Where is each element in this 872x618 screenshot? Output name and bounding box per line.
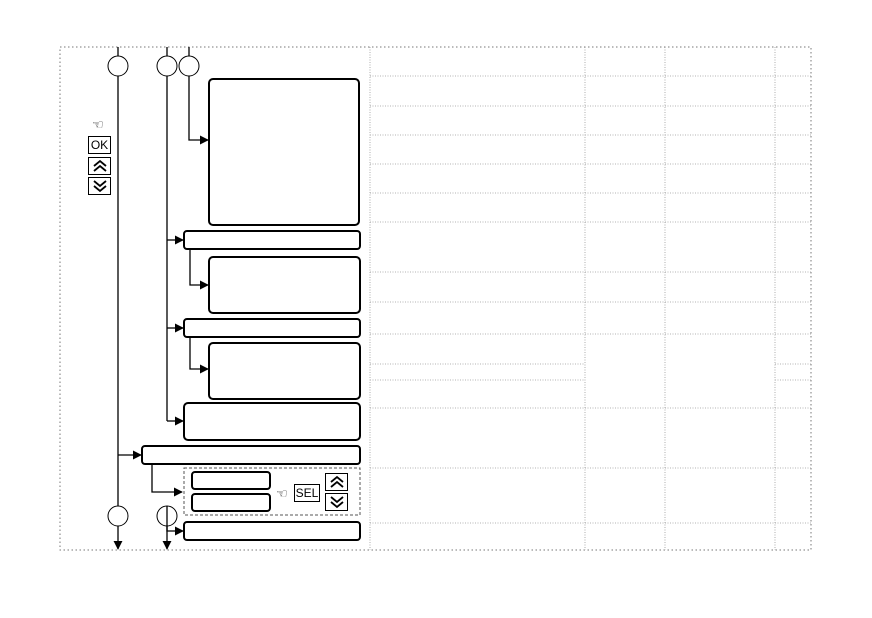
connector-circle [107, 505, 129, 527]
menu-boxes [141, 78, 361, 541]
option-field [191, 471, 271, 490]
connector-circle [107, 55, 129, 77]
hand-pointer-icon: ☜ [92, 117, 104, 132]
up-key[interactable] [88, 157, 111, 175]
table-grid [369, 47, 811, 550]
display-box [208, 256, 361, 314]
menu-bar [183, 318, 361, 338]
down-key[interactable] [325, 493, 348, 511]
down-key[interactable] [88, 177, 111, 195]
diagram-frame [59, 46, 812, 551]
menu-bar [183, 230, 361, 250]
ok-key[interactable]: OK [88, 136, 111, 154]
display-box [208, 342, 361, 400]
double-chevron-down-icon [329, 496, 344, 509]
up-key[interactable] [325, 473, 348, 491]
hand-pointer-icon: ☜ [276, 486, 288, 501]
ok-key-label: OK [90, 138, 109, 152]
option-field [191, 493, 271, 512]
double-chevron-down-icon [92, 180, 107, 193]
menu-bar [183, 521, 361, 541]
selector-group [183, 467, 361, 516]
connector-circle [156, 55, 178, 77]
connector-circle [178, 55, 200, 77]
menu-bar-wide [141, 445, 361, 465]
double-chevron-up-icon [92, 159, 107, 172]
connector-circles [107, 55, 200, 527]
display-box-large [208, 78, 360, 226]
flow-lines [113, 47, 209, 550]
sel-key[interactable]: SEL [294, 484, 320, 502]
display-box [183, 402, 361, 441]
double-chevron-up-icon [329, 475, 344, 488]
sel-key-label: SEL [295, 486, 319, 500]
